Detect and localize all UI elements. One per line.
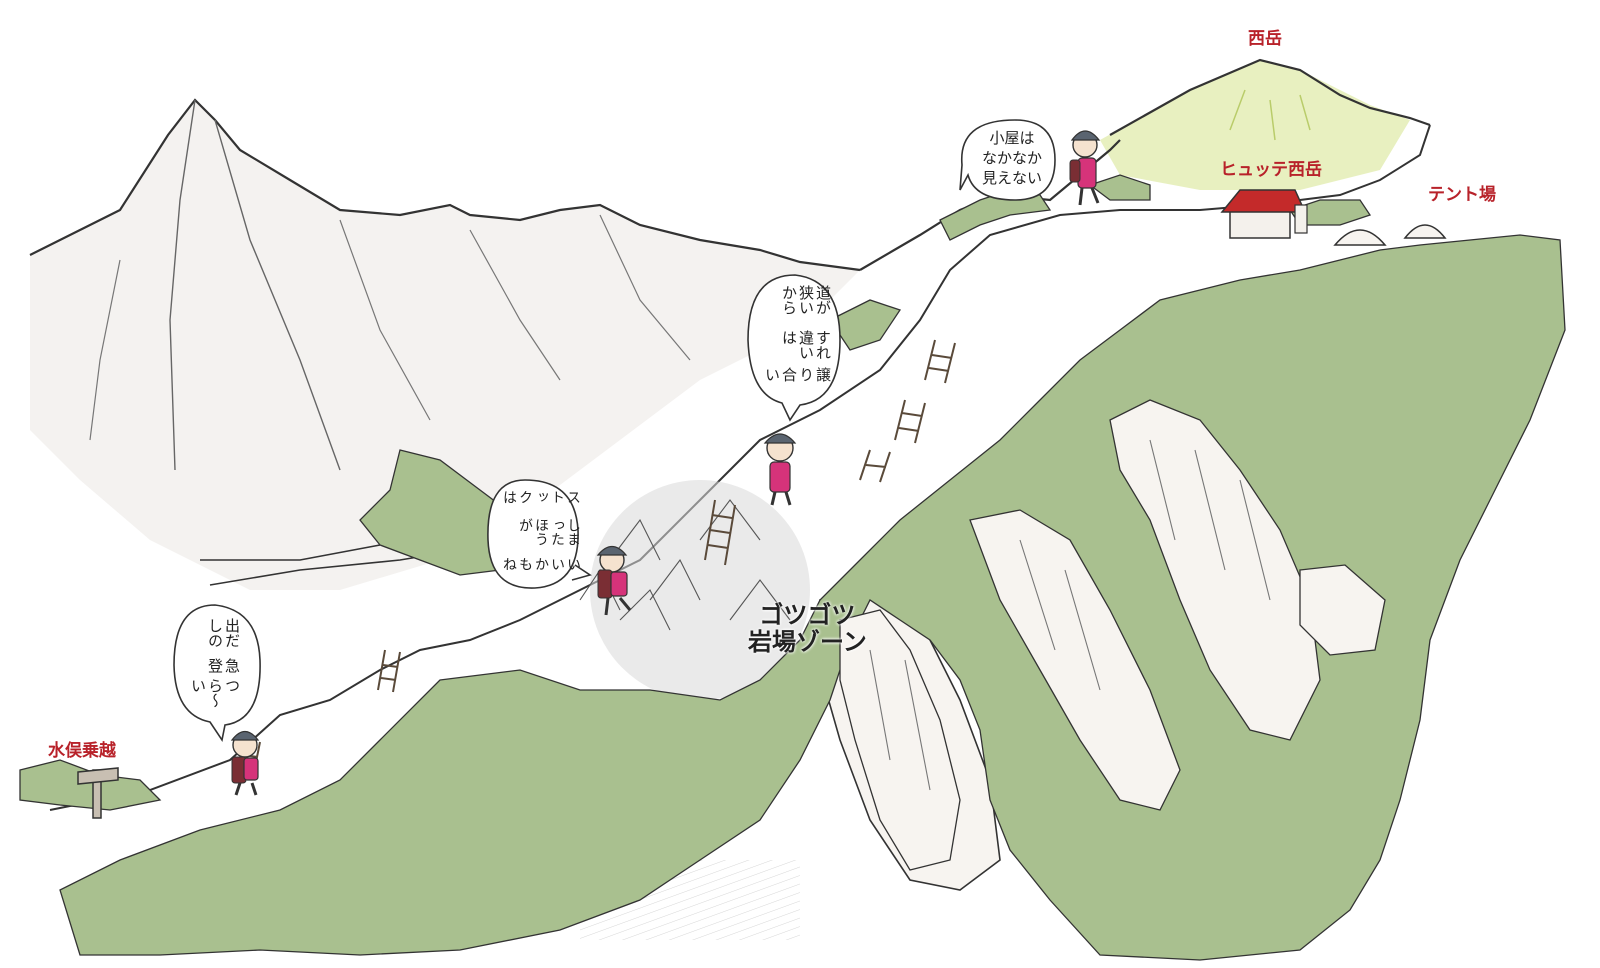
bubble-steep-line: つら〜い — [189, 678, 241, 708]
ladders — [237, 339, 956, 778]
rocky-zone-label-line2: 岩場ゾーン — [748, 628, 867, 656]
rock-hatching — [579, 499, 791, 631]
bubble-steep-line: 出だしの — [206, 618, 241, 648]
hiker-at-start — [230, 730, 260, 796]
pass-label-mizumata: 水俣乗越 — [48, 741, 116, 761]
hutte-nishidake-building — [1220, 189, 1308, 239]
rocky-zone-label-line1: ゴツゴツ — [759, 601, 856, 629]
hiker-in-rock-zone — [596, 545, 632, 616]
bubble-steep-line: 急登 — [206, 658, 241, 673]
nishidake-summit — [1100, 58, 1431, 201]
hut-label: ヒュッテ西岳 — [1220, 160, 1322, 180]
hiker-at-summit — [1069, 130, 1101, 206]
rocky-zone-label: ゴツゴツ 岩場ゾーン — [748, 602, 867, 656]
cliff-highlights — [839, 399, 1386, 871]
bubble-stock — [487, 479, 592, 589]
speech-bubbles — [173, 119, 1056, 743]
bubble-stock-text: ストックは しまったほうが いいかもね — [498, 490, 581, 585]
bubble-hut — [959, 119, 1056, 201]
bubble-narrow — [747, 274, 841, 422]
bubble-narrow-line: 道が狭いから — [780, 285, 832, 315]
hiker-on-ladders — [763, 433, 797, 506]
bubble-stock-line: ストックは — [501, 490, 581, 504]
bubble-stock-line: しまったほうが — [517, 517, 581, 546]
bubble-stock-line: いいかもね — [501, 557, 581, 572]
bubble-hut-line: 小屋は — [989, 129, 1035, 147]
signpost-icon — [77, 767, 119, 819]
bubble-hut-text: 小屋は なかなか 見えない — [972, 128, 1052, 188]
bubble-steep — [173, 604, 261, 743]
summit-label-nishidake: 西岳 — [1248, 29, 1282, 49]
bubble-steep-text: 出だしの 急登 つら〜い — [186, 618, 241, 718]
tents — [1333, 224, 1447, 246]
bubble-narrow-text: 道が狭いから すれ違いは 譲り合い — [760, 285, 832, 397]
cliff-striations — [869, 439, 1271, 791]
bubble-narrow-line: 譲り合い — [763, 367, 832, 383]
bubble-hut-line: なかなか — [981, 149, 1042, 167]
bubble-narrow-line: すれ違いは — [780, 329, 832, 360]
bubble-hut-line: 見えない — [981, 169, 1042, 187]
tent-site-label: テント場 — [1428, 185, 1496, 205]
rocky-zone-area — [590, 480, 810, 700]
